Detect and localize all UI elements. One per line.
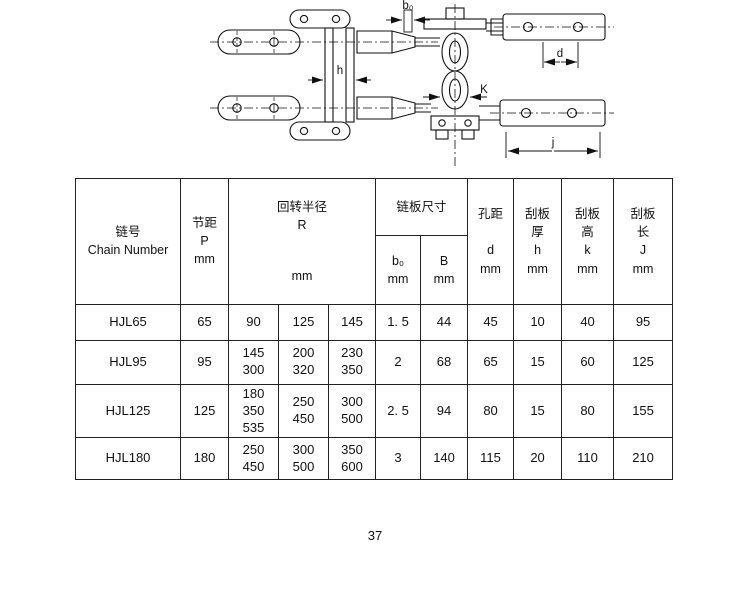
table-cell: 3 bbox=[375, 437, 422, 481]
table-cell: 40 bbox=[561, 303, 615, 341]
dim-label-h: h bbox=[337, 65, 343, 77]
centerlines bbox=[210, 4, 614, 168]
technical-drawing: b₀ h d K j bbox=[210, 0, 614, 168]
chain-number-cell: HJL125 bbox=[75, 383, 181, 439]
table-cell: 65 bbox=[180, 303, 229, 341]
table-cell: 15 bbox=[513, 339, 563, 385]
shackle-connector bbox=[430, 115, 480, 140]
dim-label-d: d bbox=[557, 48, 563, 60]
table-cell: 125 bbox=[613, 339, 674, 385]
fork-link-top bbox=[356, 30, 440, 54]
table-cell: 10 bbox=[513, 303, 563, 341]
header-plate-b0: b₀ mm bbox=[375, 234, 422, 305]
dim-label-j: j bbox=[551, 137, 555, 149]
dimension-d bbox=[542, 42, 579, 68]
table-cell: 95 bbox=[613, 303, 674, 341]
fork-link-bottom bbox=[356, 96, 431, 120]
dimension-b0 bbox=[386, 9, 430, 33]
header-scraper-thickness: 刮板 厚 h mm bbox=[513, 178, 563, 305]
table-row: HJL125 125 180 350 535 250 450 300 500 2… bbox=[75, 383, 674, 439]
table-cell: 1. 5 bbox=[375, 303, 422, 341]
page-number: 37 bbox=[367, 528, 383, 543]
dim-label-K: K bbox=[480, 84, 488, 96]
table-cell: 230 350 bbox=[327, 339, 377, 385]
header-turning-radius-title: 回转半径 R bbox=[277, 200, 328, 233]
table-cell: 95 bbox=[180, 339, 229, 385]
header-turning-radius: 回转半径 R mm bbox=[227, 178, 377, 305]
chain-link-bottom-left bbox=[217, 95, 351, 141]
table-cell: 90 bbox=[228, 303, 279, 341]
scraper-plate-bottom-right bbox=[479, 99, 606, 127]
table-cell: 300 500 bbox=[278, 437, 329, 481]
table-cell: 94 bbox=[420, 383, 469, 439]
chain-number-cell: HJL95 bbox=[75, 339, 181, 385]
header-hole-distance: 孔距 d mm bbox=[467, 178, 515, 305]
header-plate-B: B mm bbox=[420, 234, 469, 305]
header-scraper-length: 刮板 长 J mm bbox=[613, 178, 674, 305]
table-cell: 115 bbox=[467, 437, 515, 481]
chain-link-top-left bbox=[217, 9, 351, 55]
header-turning-radius-unit: mm bbox=[291, 268, 313, 283]
header-plate-size: 链板尺寸 bbox=[375, 178, 469, 236]
table-cell: 125 bbox=[180, 383, 229, 439]
header-chain-number: 链号 Chain Number bbox=[75, 178, 181, 305]
table-cell: 60 bbox=[561, 339, 615, 385]
table-cell: 250 450 bbox=[278, 383, 329, 439]
table-cell: 110 bbox=[561, 437, 615, 481]
table-cell: 125 bbox=[278, 303, 329, 341]
round-link-chain bbox=[423, 7, 487, 110]
table-cell: 180 bbox=[180, 437, 229, 481]
table-cell: 140 bbox=[420, 437, 469, 481]
table-cell: 250 450 bbox=[228, 437, 279, 481]
table-cell: 350 600 bbox=[327, 437, 377, 481]
scraper-plate-top-right bbox=[486, 13, 606, 41]
table-cell: 45 bbox=[467, 303, 515, 341]
table-cell: 300 500 bbox=[327, 383, 377, 439]
table-row: HJL65 65 90 125 145 1. 5 44 45 10 40 95 bbox=[75, 303, 674, 341]
spec-table: 链号 Chain Number 节距 P mm 回转半径 R mm 链板尺寸 孔… bbox=[75, 178, 674, 481]
dimension-j bbox=[505, 132, 601, 158]
table-cell: 80 bbox=[561, 383, 615, 439]
dim-label-b0: b₀ bbox=[402, 0, 413, 12]
table-cell: 44 bbox=[420, 303, 469, 341]
table-cell: 145 bbox=[327, 303, 377, 341]
table-cell: 20 bbox=[513, 437, 563, 481]
table-cell: 2 bbox=[375, 339, 422, 385]
table-row: HJL180 180 250 450 300 500 350 600 3 140… bbox=[75, 437, 674, 481]
table-cell: 210 bbox=[613, 437, 674, 481]
chain-number-cell: HJL180 bbox=[75, 437, 181, 481]
table-cell: 145 300 bbox=[228, 339, 279, 385]
table-cell: 155 bbox=[613, 383, 674, 439]
table-cell: 80 bbox=[467, 383, 515, 439]
table-cell: 68 bbox=[420, 339, 469, 385]
header-scraper-height: 刮板 高 k mm bbox=[561, 178, 615, 305]
chain-number-cell: HJL65 bbox=[75, 303, 181, 341]
header-pitch: 节距 P mm bbox=[180, 178, 229, 305]
table-row: HJL95 95 145 300 200 320 230 350 2 68 65… bbox=[75, 339, 674, 385]
table-cell: 200 320 bbox=[278, 339, 329, 385]
table-cell: 65 bbox=[467, 339, 515, 385]
table-cell: 180 350 535 bbox=[228, 383, 279, 439]
table-cell: 2. 5 bbox=[375, 383, 422, 439]
table-cell: 15 bbox=[513, 383, 563, 439]
